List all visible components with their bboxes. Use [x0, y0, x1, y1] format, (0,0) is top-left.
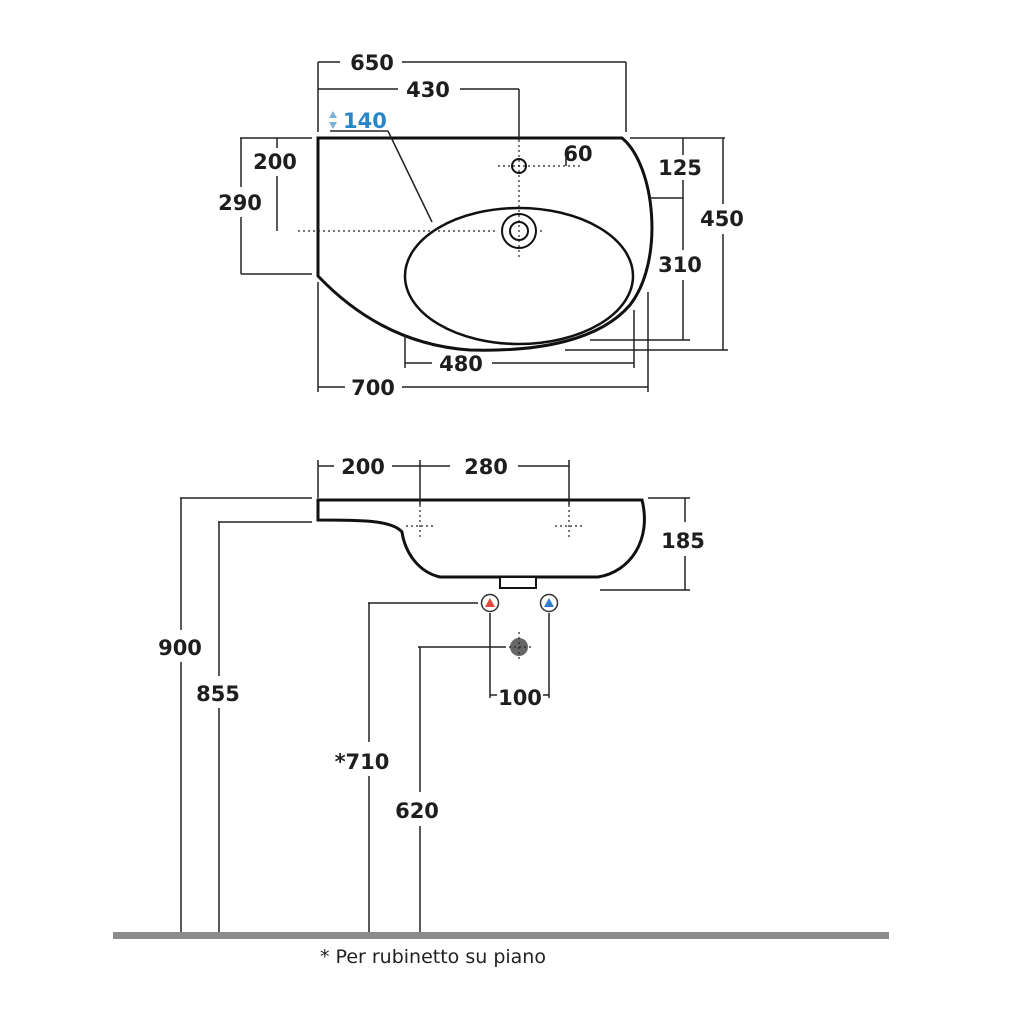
cold-water-supply-icon	[539, 593, 559, 613]
dim-280: 280	[464, 455, 508, 479]
waste-outlet-icon	[504, 632, 534, 662]
bowl-ellipse	[403, 206, 635, 346]
footnote: * Per rubinetto su piano	[320, 946, 546, 968]
basin-outline-side	[316, 498, 646, 579]
dim-900: 900	[158, 636, 202, 660]
dim-100: 100	[498, 686, 542, 710]
dim-200-side: 200	[341, 455, 385, 479]
dim-140: 140	[343, 109, 387, 133]
dim-450: 450	[700, 207, 744, 231]
dim-710: *710	[335, 750, 390, 774]
dim-650: 650	[350, 51, 394, 75]
dim-700: 700	[351, 376, 395, 400]
dim-855: 855	[196, 682, 240, 706]
dim-60: 60	[563, 142, 592, 166]
dim-430: 430	[406, 78, 450, 102]
thickness-arrow-icon	[329, 111, 337, 129]
dim-200-top: 200	[253, 150, 297, 174]
dim-310: 310	[658, 253, 702, 277]
dim-185: 185	[661, 529, 705, 553]
dim-620: 620	[395, 799, 439, 823]
hot-water-supply-icon	[480, 593, 500, 613]
side-view: 200 280 185 900 855	[113, 455, 889, 968]
dim-290: 290	[218, 191, 262, 215]
floor-line	[113, 932, 889, 939]
dim-125: 125	[658, 156, 702, 180]
drain-stub	[499, 576, 537, 589]
top-view: 650 430 140 200 290 60 125 310	[218, 51, 744, 400]
dim-480: 480	[439, 352, 483, 376]
